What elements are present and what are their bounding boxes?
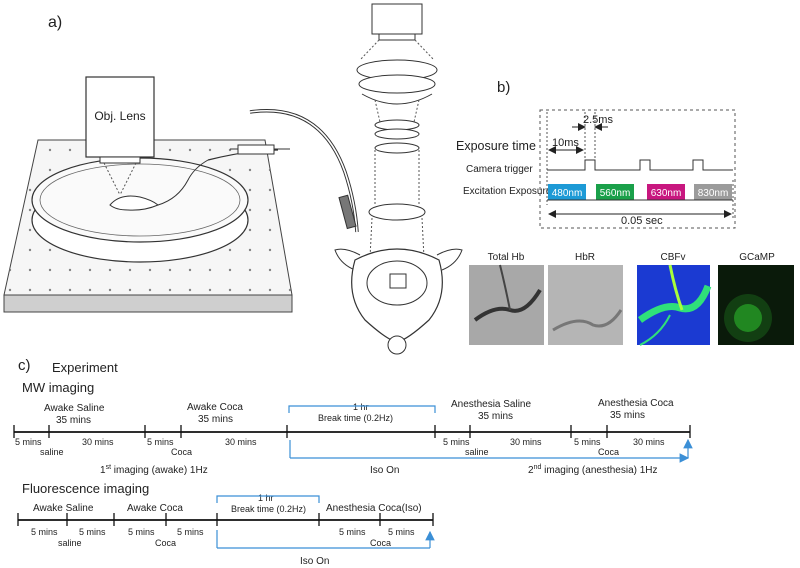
mw-awake-saline-dur: 35 mins <box>56 415 91 426</box>
mw-first-imaging: 1st imaging (awake) 1Hz <box>100 464 208 476</box>
image-cbfv <box>637 264 712 346</box>
image-total-hb <box>469 264 544 345</box>
fl-break-time: Break time (0.2Hz) <box>231 504 306 514</box>
fl-seg-5mins-6: 5 mins <box>388 527 415 537</box>
mw-break-hr: 1 hr <box>353 402 369 412</box>
mw-awake-coca: Awake Coca <box>187 402 243 413</box>
panel-c-label: c) <box>18 357 31 374</box>
mw-awake-saline: Awake Saline <box>44 403 105 414</box>
mw-anes-saline: Anesthesia Saline <box>451 399 531 410</box>
fl-awake-saline: Awake Saline <box>33 503 94 514</box>
wavelength-label-2: 630nm <box>651 188 682 199</box>
mw-seg-30mins-1: 30 mins <box>82 437 114 447</box>
macroscope <box>356 3 438 259</box>
excitation-label: Excitation Exposure <box>463 186 552 197</box>
image-gcamp <box>718 265 794 345</box>
fl-awake-coca: Awake Coca <box>127 503 183 514</box>
period-label: 0.05 sec <box>621 215 663 227</box>
fl-seg-saline: saline <box>58 538 82 548</box>
wavelength-label-3: 830nm <box>698 188 729 199</box>
fl-seg-5mins-5: 5 mins <box>339 527 366 537</box>
experiment-label: Experiment <box>52 360 118 375</box>
fl-seg-coca-1: Coca <box>155 538 176 548</box>
panel-b-label: b) <box>497 79 510 96</box>
panel-a-label: a) <box>48 14 62 31</box>
mw-iso-on: Iso On <box>370 465 399 476</box>
fl-iso-on: Iso On <box>300 556 329 567</box>
t1-label: 2.5ms <box>583 114 613 126</box>
mw-anes-coca: Anesthesia Coca <box>598 398 674 409</box>
fl-break-hr: 1 hr <box>258 493 274 503</box>
mw-seg-coca-2: Coca <box>171 447 192 457</box>
objective-lens: Obj. Lens <box>85 76 155 196</box>
trigger-waveform <box>547 159 733 171</box>
fl-title: Fluorescence imaging <box>22 481 149 496</box>
mw-seg-30mins-2: 30 mins <box>225 437 257 447</box>
image-label-total-hb: Total Hb <box>488 252 525 263</box>
wavelength-label-1: 560nm <box>600 188 631 199</box>
mw-seg-30mins-3: 30 mins <box>510 437 542 447</box>
timing-box <box>539 109 736 229</box>
fl-seg-5mins-1: 5 mins <box>31 527 58 537</box>
image-hbr <box>548 265 623 345</box>
fl-seg-coca-2: Coca <box>370 538 391 548</box>
mw-awake-coca-dur: 35 mins <box>198 414 233 425</box>
mw-seg-5mins-1: 5 mins <box>15 437 42 447</box>
image-label-cbfv: CBFv <box>661 252 686 263</box>
mw-seg-coca-4: Coca <box>598 447 619 457</box>
mw-break-time: Break time (0.2Hz) <box>318 413 393 423</box>
mw-title: MW imaging <box>22 380 94 395</box>
mouse-head <box>334 248 463 355</box>
wavelength-bar-0 <box>548 184 586 200</box>
fl-seg-5mins-4: 5 mins <box>177 527 204 537</box>
wavelength-bar-2 <box>647 184 685 200</box>
mw-seg-5mins-3: 5 mins <box>443 437 470 447</box>
syringe-tubing <box>207 109 359 233</box>
t2-label: 10ms <box>552 137 579 149</box>
fl-break-bracket <box>216 495 320 503</box>
fl-anes-coca: Anesthesia Coca(Iso) <box>326 503 422 514</box>
exposure-time-label: Exposure time <box>456 139 536 153</box>
mw-seg-30mins-4: 30 mins <box>633 437 665 447</box>
mouse-arena <box>31 157 249 263</box>
mw-seg-saline-1: saline <box>40 447 64 457</box>
mw-seg-saline-3: saline <box>465 447 489 457</box>
fl-seg-5mins-3: 5 mins <box>128 527 155 537</box>
mw-seg-5mins-2: 5 mins <box>147 437 174 447</box>
fl-seg-5mins-2: 5 mins <box>79 527 106 537</box>
mw-anes-saline-dur: 35 mins <box>478 411 513 422</box>
mw-anes-coca-dur: 35 mins <box>610 410 645 421</box>
image-label-gcamp: GCaMP <box>739 252 775 263</box>
mw-break-bracket <box>288 405 436 413</box>
wavelength-label-0: 480nm <box>552 188 583 199</box>
image-label-hbr: HbR <box>575 252 595 263</box>
mw-second-imaging: 2nd imaging (anesthesia) 1Hz <box>528 464 658 476</box>
camera-trigger-label: Camera trigger <box>466 164 533 175</box>
objective-label: Obj. Lens <box>94 109 145 123</box>
wavelength-bar-1 <box>596 184 634 200</box>
mw-seg-5mins-4: 5 mins <box>574 437 601 447</box>
wavelength-bar-3 <box>694 184 732 200</box>
excitation-bars: 480nm 560nm 630nm 830nm <box>547 184 733 201</box>
